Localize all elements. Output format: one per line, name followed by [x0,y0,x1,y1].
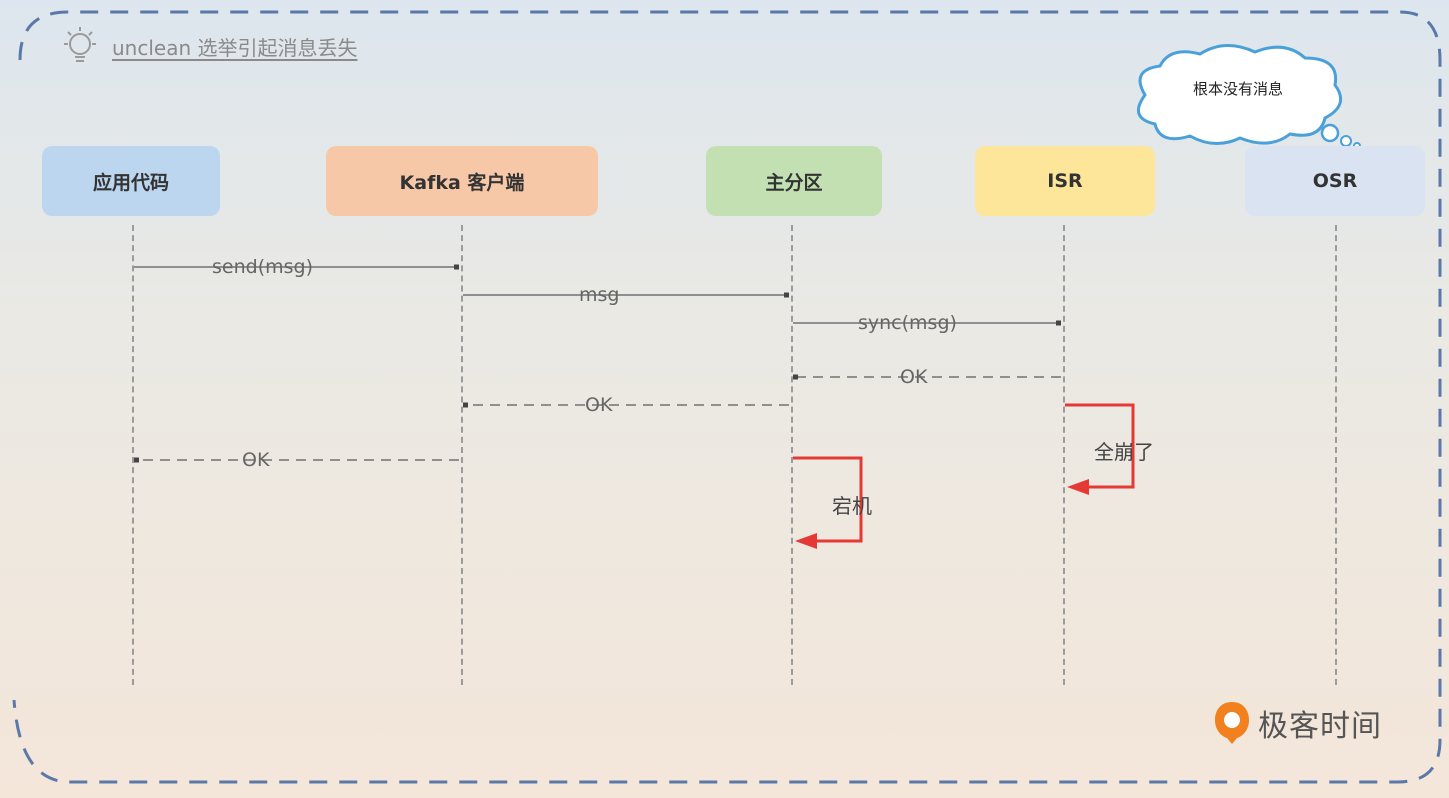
self-call-isr-crash-arrow [1065,403,1135,489]
lifeline-leader-partition [791,225,793,685]
message-ok-leader-label: OK [585,394,613,416]
message-ok-client-label: OK [242,449,270,471]
message-ok-isr-label: OK [900,366,928,388]
message-ok-leader-arrow-head [463,402,468,408]
participant-label: 主分区 [765,171,823,194]
participant-label: OSR [1312,170,1358,192]
message-sync-msg-arrow-head [1056,320,1061,326]
participant-isr: ISR [975,146,1155,216]
participant-osr: OSR [1245,146,1425,216]
message-sync-msg-label: sync(msg) [858,312,957,334]
self-call-leader-down-label: 宕机 [832,494,872,518]
participant-leader-partition: 主分区 [706,146,882,216]
diagram-title: unclean 选举引起消息丢失 [58,27,358,64]
message-ok-client-arrow-head [134,457,139,463]
lightbulb-icon [64,27,96,62]
thought-bubble-text: 根本没有消息 [1192,80,1283,98]
participant-label: Kafka 客户端 [399,171,525,194]
participant-app-code: 应用代码 [42,146,220,216]
lifeline-osr [1335,225,1337,685]
logo-text: 极客时间 [1258,709,1382,744]
self-call-isr-crash-label: 全崩了 [1094,440,1154,464]
geektime-logo-icon [1215,702,1249,744]
participant-label: 应用代码 [92,171,169,194]
message-msg-label: msg [579,284,620,306]
lifeline-kafka-client [461,225,463,685]
message-msg-arrow-head [784,292,789,298]
self-call-isr-crash-arrow-head [1067,479,1089,495]
message-ok-isr-arrow-head [793,374,798,380]
participant-label: ISR [1047,170,1083,192]
title-text: unclean 选举引起消息丢失 [112,35,358,60]
self-call-leader-down-arrow [793,456,863,543]
lifeline-isr [1063,225,1065,685]
message-send-msg-arrow-head [454,264,459,270]
self-call-leader-down-arrow-head [795,533,817,549]
participant-kafka-client: Kafka 客户端 [326,146,598,216]
geektime-logo: 极客时间 [1212,700,1382,746]
message-send-msg-label: send(msg) [212,256,313,278]
lifeline-app-code [132,225,134,685]
thought-bubble [1136,44,1361,150]
